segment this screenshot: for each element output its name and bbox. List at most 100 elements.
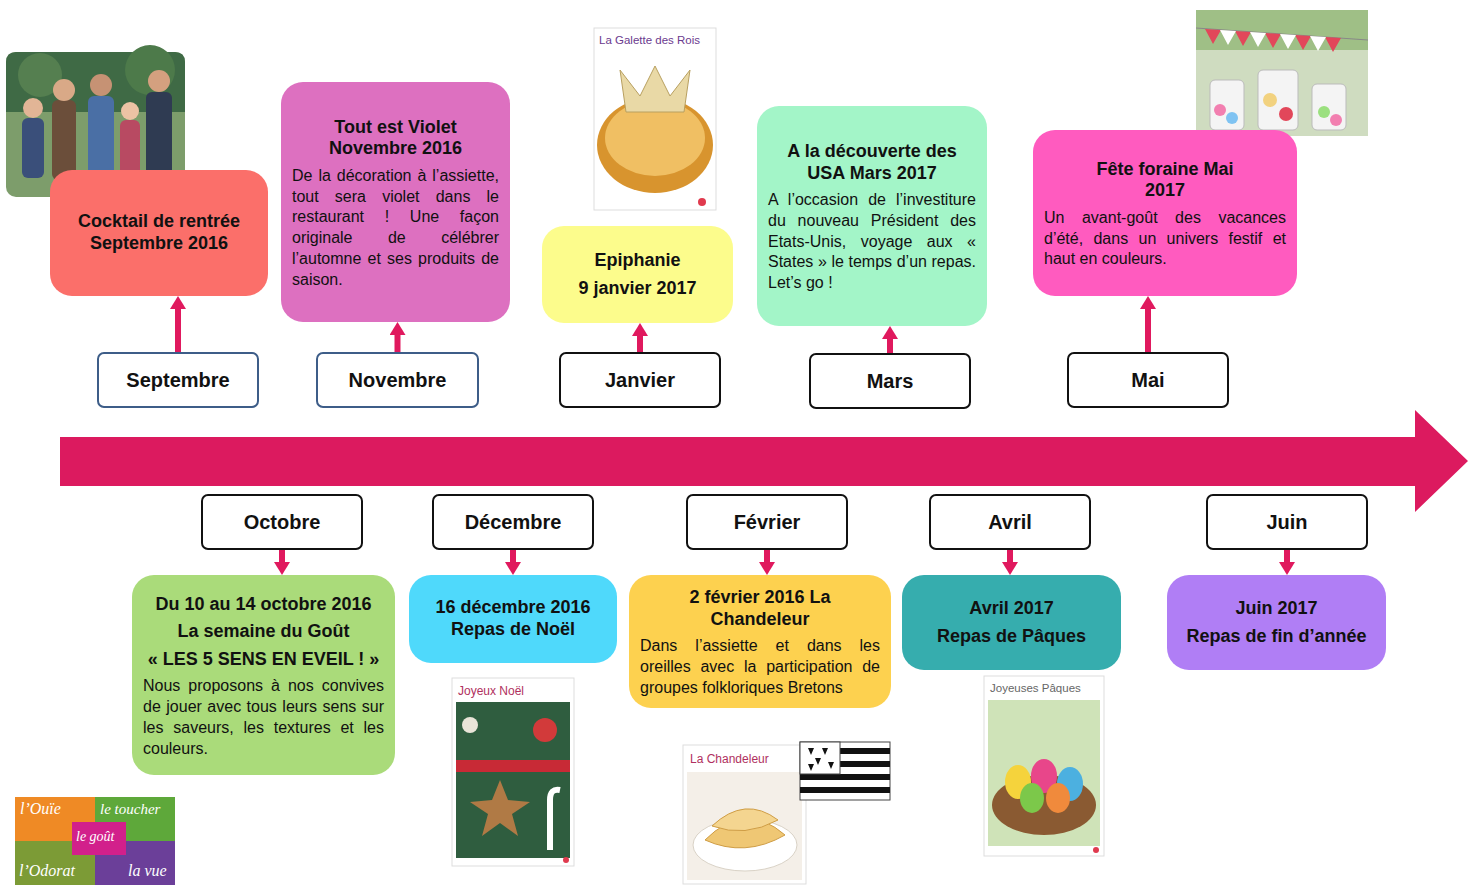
galette-card: [698, 198, 706, 206]
fair-photo: [1258, 70, 1298, 130]
month-box: Mai: [1067, 352, 1229, 408]
christmas-card: [452, 678, 574, 866]
month-arrow: [1007, 550, 1013, 562]
month-name: Avril: [988, 510, 1032, 534]
breton-flag: [800, 742, 890, 800]
event-box: Avril 2017Repas de Pâques: [902, 575, 1121, 670]
easter-card: [1020, 783, 1044, 813]
sense-word: le toucher: [100, 801, 160, 818]
event-title: « LES 5 SENS EN EVEIL ! »: [148, 649, 380, 671]
month-box: Janvier: [559, 352, 721, 408]
sense-word: la vue: [128, 862, 167, 880]
month-box: Juin: [1206, 494, 1368, 550]
galette-card: [620, 66, 690, 112]
event-title: 2 février 2016 La Chandeleur: [680, 587, 840, 630]
fair-photo: [1220, 30, 1326, 51]
fair-photo: [1196, 10, 1368, 136]
month-arrow: [1284, 550, 1290, 562]
fair-photo: [1214, 104, 1226, 116]
event-box: Juin 2017Repas de fin d’année: [1167, 575, 1386, 670]
students-photo: [121, 102, 139, 120]
easter-card: [984, 676, 1104, 856]
galette-card: [594, 28, 716, 210]
card-title: La Chandeleur: [690, 752, 769, 766]
fair-photo: [1210, 80, 1244, 130]
event-box: Fête foraine Mai 2017Un avant-goût des v…: [1033, 130, 1297, 296]
event-box: 2 février 2016 La ChandeleurDans l’assie…: [629, 575, 891, 708]
month-name: Septembre: [126, 368, 229, 392]
month-box: Octobre: [201, 494, 363, 550]
event-title: Repas de Pâques: [937, 626, 1086, 648]
christmas-card: [563, 857, 569, 863]
month-box: Novembre: [316, 352, 479, 408]
event-box: 16 décembre 2016 Repas de Noël: [409, 575, 617, 663]
event-title: A la découverte des USA Mars 2017: [768, 141, 976, 184]
event-box: Du 10 au 14 octobre 2016La semaine du Go…: [132, 575, 395, 775]
month-arrow: [175, 309, 181, 352]
month-box: Avril: [929, 494, 1091, 550]
students-photo: [90, 74, 112, 96]
christmas-card: [452, 678, 574, 866]
month-name: Mai: [1131, 368, 1164, 392]
breton-flag: [808, 748, 834, 771]
fair-photo: [1279, 107, 1293, 121]
month-arrow: [279, 550, 285, 562]
christmas-card: [470, 780, 530, 836]
event-title: Repas de fin d’année: [1186, 626, 1366, 648]
christmas-card: [533, 718, 557, 742]
sense-word: l’Odorat: [19, 862, 75, 880]
month-box: Décembre: [432, 494, 594, 550]
month-arrow: [1145, 309, 1151, 352]
sense-word: l’Ouïe: [20, 800, 61, 818]
month-box: Septembre: [97, 352, 259, 408]
event-title: Avril 2017: [969, 598, 1053, 620]
breton-flag: [800, 774, 890, 780]
card-title: Joyeux Noël: [458, 684, 524, 698]
easter-card: [1093, 847, 1099, 853]
month-name: Mars: [867, 369, 914, 393]
christmas-card: [456, 702, 570, 858]
five-senses-logo: [15, 797, 175, 885]
students-photo: [22, 118, 44, 178]
month-arrow: [510, 550, 516, 562]
connector-group: [178, 309, 1287, 562]
crepes-card: [712, 809, 778, 831]
students-photo: [125, 45, 175, 95]
event-box: Epiphanie 9 janvier 2017: [542, 226, 733, 323]
event-title: 9 janvier 2017: [578, 278, 696, 300]
christmas-card: [456, 760, 570, 772]
event-box: Cocktail de rentrée Septembre 2016: [50, 170, 268, 296]
crepes-card: [683, 745, 806, 884]
fair-photo: [1196, 10, 1368, 50]
easter-card: [988, 700, 1100, 846]
event-title: Cocktail de rentrée Septembre 2016: [74, 211, 244, 254]
fair-photo: [1196, 28, 1368, 40]
crepes-card: [683, 745, 806, 884]
month-arrow: [395, 335, 401, 352]
month-name: Octobre: [244, 510, 321, 534]
event-title: Juin 2017: [1235, 598, 1317, 620]
students-photo: [52, 100, 76, 180]
event-title: Du 10 au 14 octobre 2016: [155, 594, 371, 616]
fair-photo: [1330, 114, 1342, 126]
students-photo: [146, 92, 172, 182]
month-box: Février: [686, 494, 848, 550]
fair-photo: [1318, 106, 1330, 118]
breton-flag: [800, 742, 840, 774]
galette-card: [594, 28, 716, 210]
students-photo: [23, 98, 43, 118]
month-name: Janvier: [605, 368, 675, 392]
easter-card: [1046, 783, 1070, 813]
event-box: A la découverte des USA Mars 2017 A l’occ…: [757, 106, 987, 326]
event-description: A l’occasion de l’investiture du nouveau…: [768, 190, 976, 294]
event-description: Un avant-goût des vacances d’été, dans u…: [1044, 208, 1286, 270]
event-description: De la décoration à l’assiette, tout sera…: [292, 166, 499, 291]
event-description: Nous proposons à nos convives de jouer a…: [143, 676, 384, 759]
easter-card: [984, 676, 1104, 856]
event-title: Epiphanie: [594, 250, 680, 272]
christmas-card: [550, 790, 560, 850]
crepes-card: [687, 772, 802, 880]
card-title: La Galette des Rois: [599, 34, 700, 46]
sense-word: le goût: [76, 829, 115, 845]
